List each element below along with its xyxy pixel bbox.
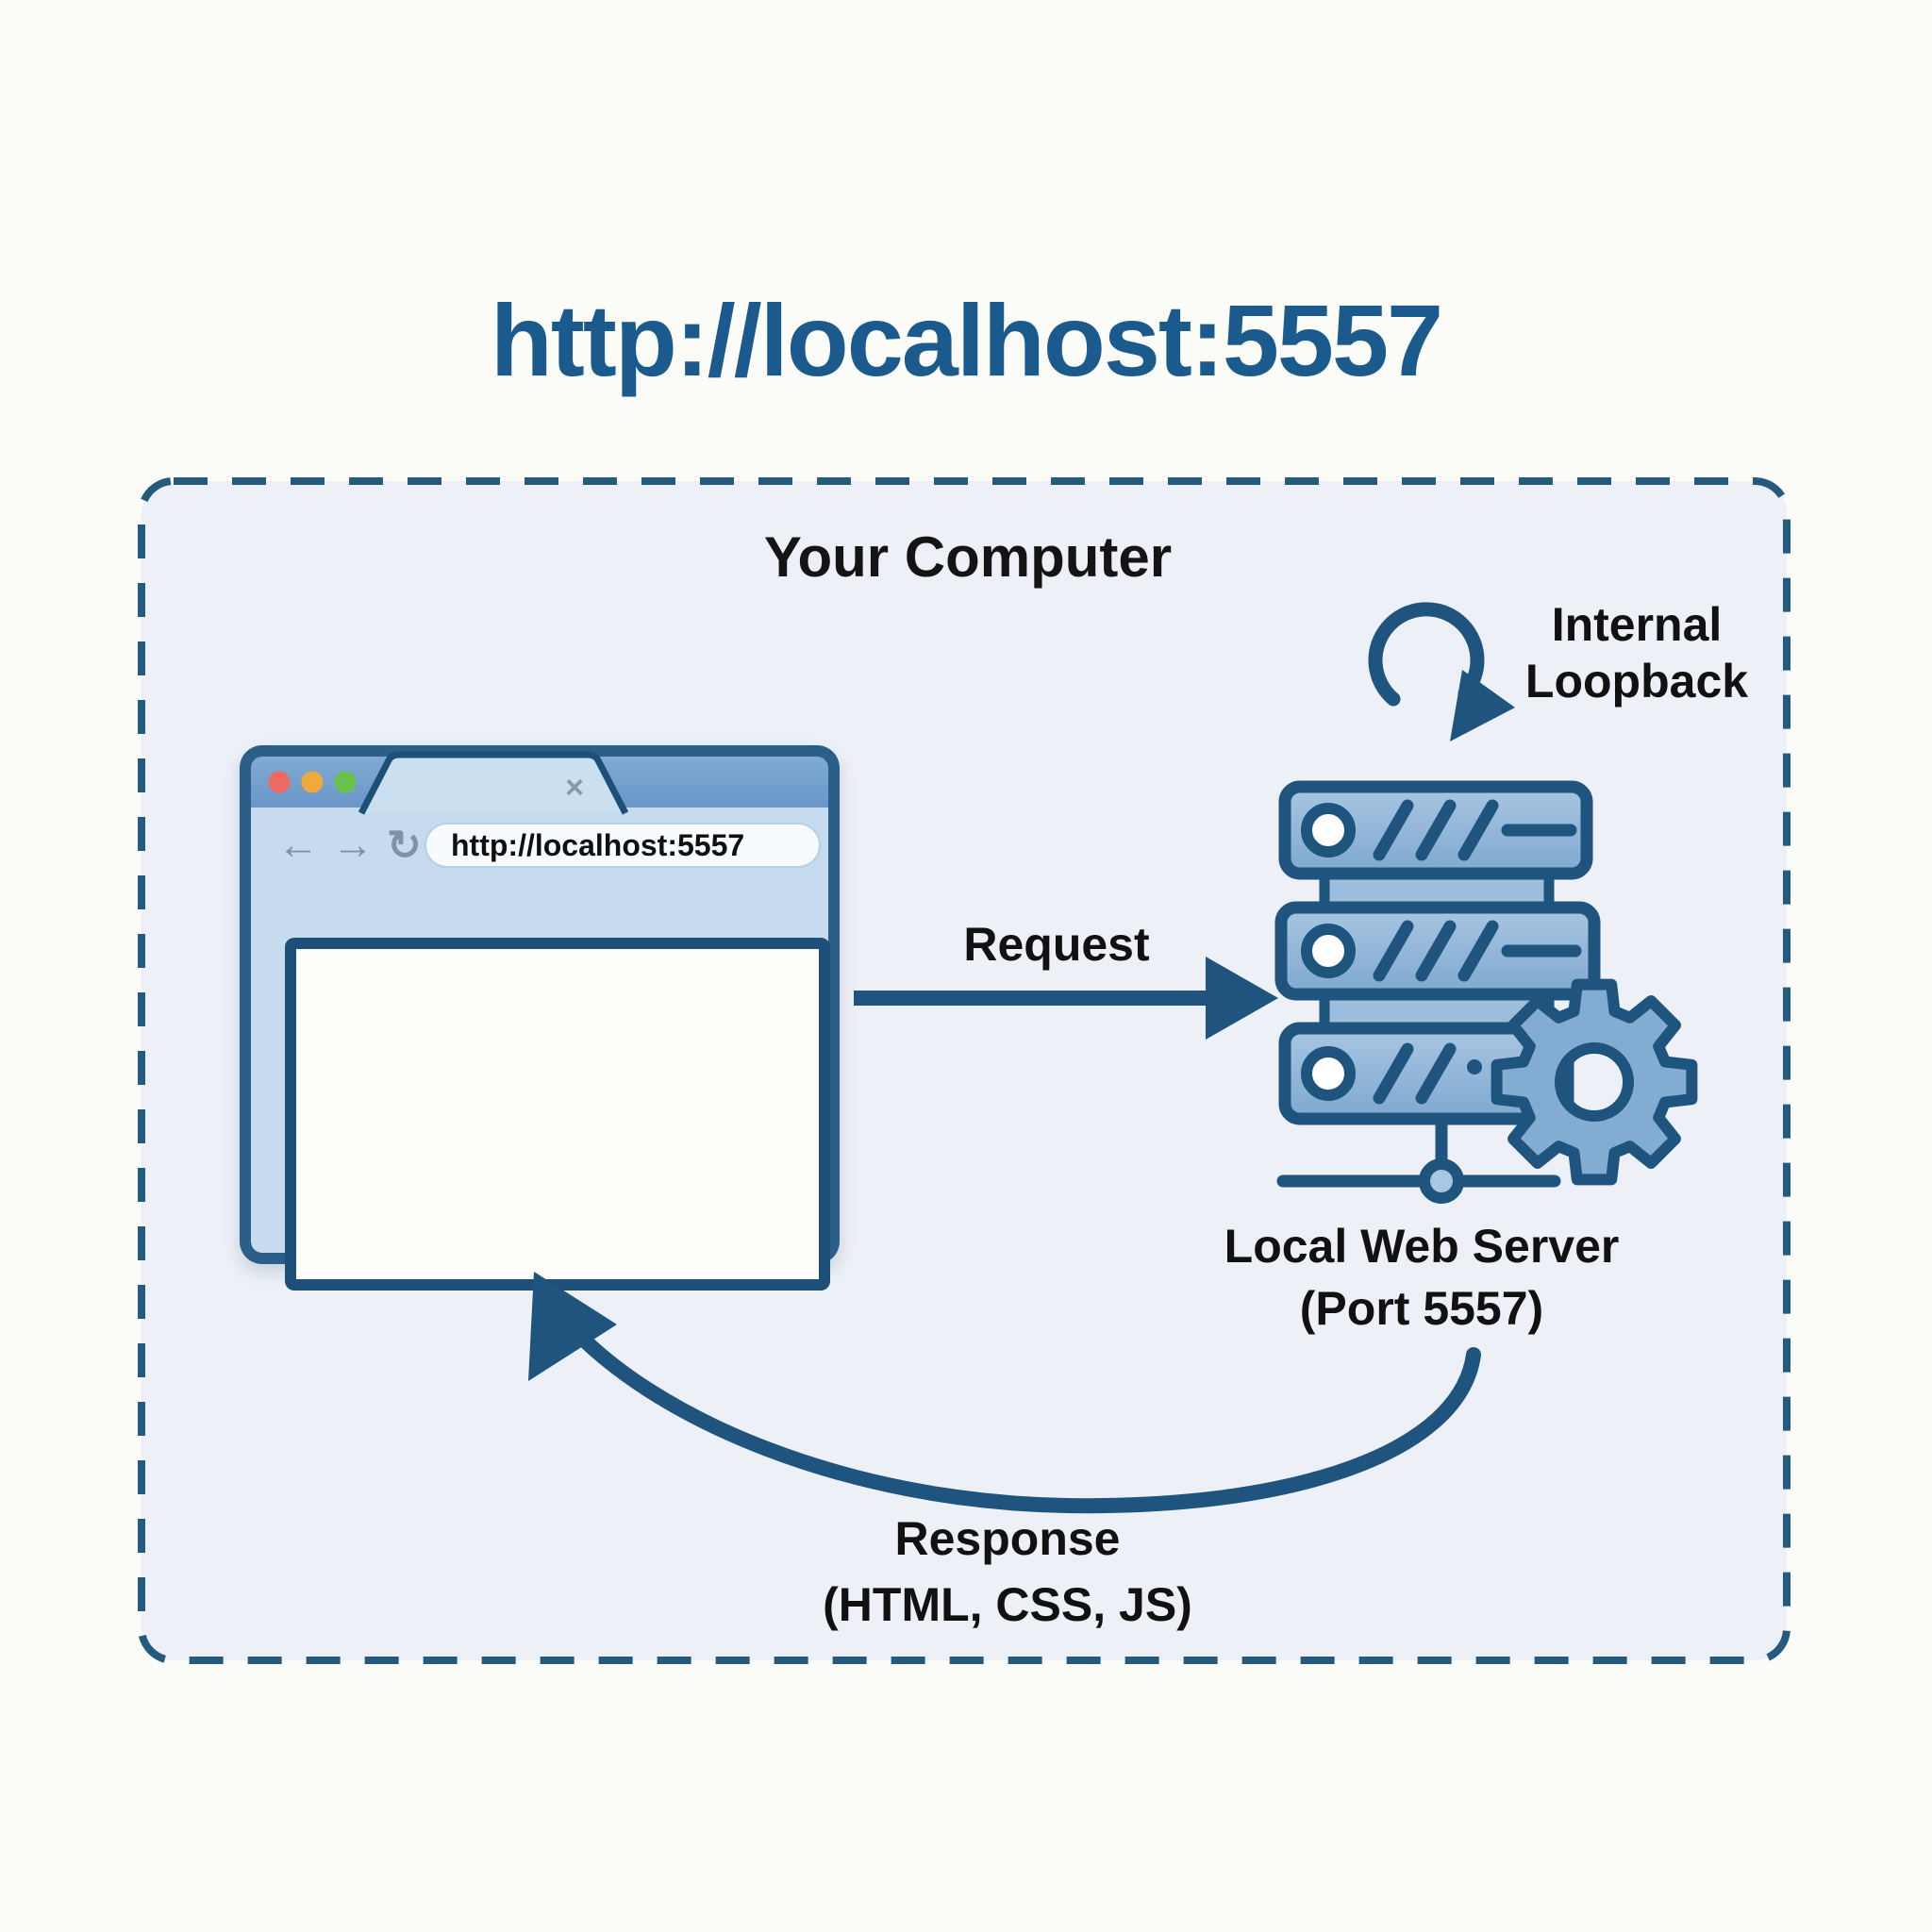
response-line2: (HTML, CSS, JS) bbox=[823, 1578, 1192, 1631]
internal-loopback-label: Internal Loopback bbox=[1525, 596, 1748, 709]
loopback-line2: Loopback bbox=[1524, 655, 1749, 708]
refresh-icon[interactable]: ↻ bbox=[387, 822, 422, 869]
response-line1: Response bbox=[894, 1512, 1121, 1565]
server-line2: (Port 5557) bbox=[1299, 1282, 1544, 1335]
browser-window: ← → ↻ http://localhost:5557 bbox=[240, 745, 840, 1291]
loopback-line1: Internal bbox=[1551, 598, 1723, 651]
back-icon[interactable]: ← bbox=[277, 822, 319, 868]
server-line1: Local Web Server bbox=[1224, 1220, 1620, 1273]
page-title: http://localhost:5557 bbox=[490, 283, 1443, 397]
your-computer-label: Your Computer bbox=[763, 525, 1173, 589]
browser-viewport bbox=[285, 938, 830, 1291]
local-web-server-label: Local Web Server (Port 5557) bbox=[1224, 1215, 1620, 1340]
tab-close-icon[interactable]: × bbox=[565, 770, 584, 806]
forward-icon[interactable]: → bbox=[332, 822, 374, 868]
browser-titlebar bbox=[251, 757, 828, 808]
request-label: Request bbox=[963, 918, 1150, 971]
browser-nav: ← → ↻ bbox=[277, 819, 422, 872]
response-label: Response (HTML, CSS, JS) bbox=[823, 1506, 1192, 1638]
url-bar[interactable]: http://localhost:5557 bbox=[425, 823, 821, 868]
browser-body: ← → ↻ http://localhost:5557 bbox=[251, 808, 830, 1291]
